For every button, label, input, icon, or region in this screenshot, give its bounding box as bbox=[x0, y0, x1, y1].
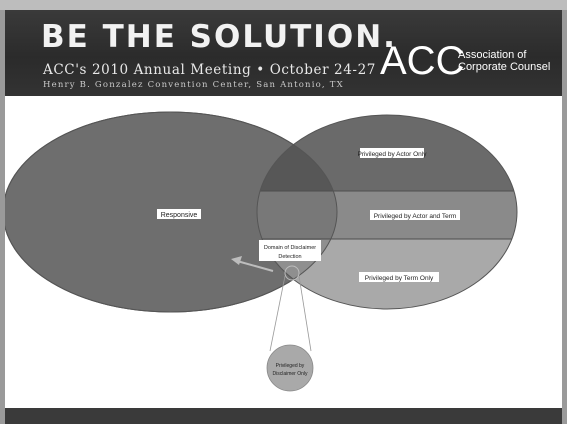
label-actor-only: Privileged by Actor Only bbox=[357, 151, 427, 158]
label-disclaimer-only-1: Privileged by bbox=[276, 363, 305, 369]
label-actor-and-term: Privileged by Actor and Term bbox=[374, 213, 457, 220]
logo-line-2: Corporate Counsel bbox=[458, 61, 551, 73]
logo-line-1: Association of bbox=[458, 49, 527, 61]
detection-arrow bbox=[236, 260, 274, 272]
logo-mark: ACC bbox=[380, 39, 465, 83]
header-venue: Henry B. Gonzalez Convention Center, San… bbox=[43, 80, 344, 90]
logo-text: Association of Corporate Counsel bbox=[458, 50, 550, 73]
label-term-only: Privileged by Term Only bbox=[365, 275, 434, 282]
overlap-middle bbox=[257, 191, 337, 239]
arrow-head bbox=[231, 256, 242, 265]
disclaimer-point bbox=[284, 265, 300, 281]
header-title: BE THE SOLUTION. bbox=[41, 19, 397, 55]
header-banner: BE THE SOLUTION. ACC's 2010 Annual Meeti… bbox=[5, 10, 562, 96]
label-disclaimer-only-2: Disclaimer Only bbox=[272, 371, 308, 377]
label-responsive: Responsive bbox=[161, 212, 198, 219]
funnel-line-right bbox=[298, 275, 312, 352]
disclaimer-only-circle bbox=[266, 344, 314, 392]
top-border bbox=[0, 0, 567, 10]
footer-band bbox=[5, 408, 562, 424]
funnel-line-left bbox=[269, 275, 286, 352]
label-disclaimer-domain-1: Domain of Disclaimer bbox=[264, 245, 316, 251]
header-subtitle: ACC's 2010 Annual Meeting • October 24-2… bbox=[43, 62, 376, 78]
label-disclaimer-domain-2: Detection bbox=[278, 254, 301, 260]
venn-diagram: Responsive Privileged by Actor Only Priv… bbox=[2, 111, 518, 392]
content-area: Responsive Privileged by Actor Only Priv… bbox=[2, 96, 562, 408]
